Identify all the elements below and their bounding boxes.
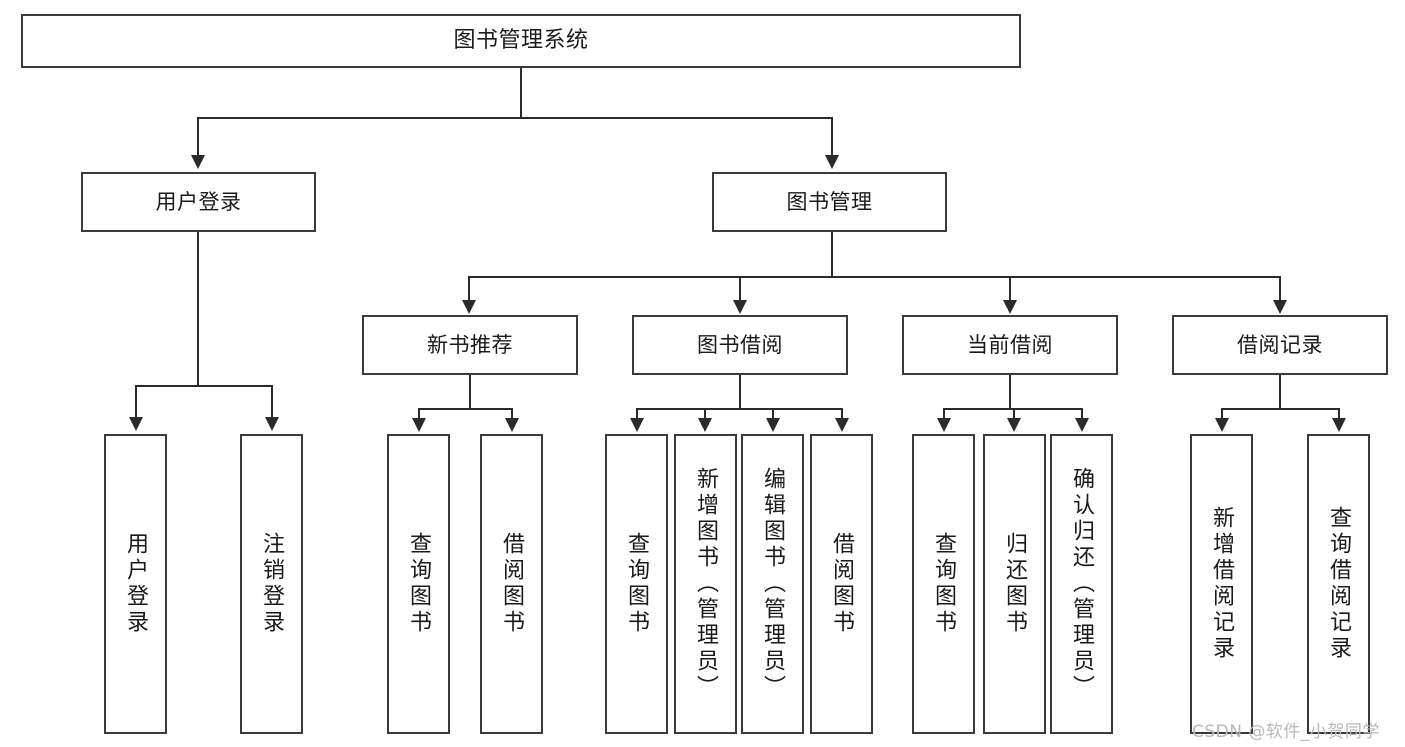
arrowhead-leaf-cb-1 xyxy=(937,418,951,432)
leaf-node-user-login-login[interactable]: 用户登录 xyxy=(104,434,167,734)
arrowhead-leaf-br-2 xyxy=(1332,418,1346,432)
arrowhead-leaf-cb-2 xyxy=(1007,418,1021,432)
arrowhead-leaf-bb-4 xyxy=(835,418,849,432)
leaf-node-bb-borrow-book[interactable]: 借阅图书 xyxy=(810,434,873,734)
arrowhead-borrow-record xyxy=(1273,300,1287,314)
edge-book-borrow-stem xyxy=(739,375,741,408)
node-user-login[interactable]: 用户登录 xyxy=(81,172,316,232)
leaf-node-nbr-query-book[interactable]: 查询图书 xyxy=(387,434,450,734)
node-label: 归还图书 xyxy=(1002,532,1028,636)
node-label: 注销登录 xyxy=(259,532,285,636)
node-label: 当前借阅 xyxy=(967,332,1053,357)
edge-user-login-stem xyxy=(197,232,199,385)
edge-book-borrow-bus xyxy=(636,408,842,410)
leaf-node-bb-query-book[interactable]: 查询图书 xyxy=(605,434,668,734)
node-label: 确认归还（管理员） xyxy=(1069,467,1095,701)
edge-level2-bus xyxy=(197,117,833,119)
node-label: 新增图书（管理员） xyxy=(693,467,719,701)
edge-level3-bus xyxy=(468,276,1280,278)
edge-current-borrow-bus xyxy=(943,408,1082,410)
leaf-node-bb-add-book-admin[interactable]: 新增图书（管理员） xyxy=(674,434,737,734)
edge-new-book-recommend-stem xyxy=(469,375,471,408)
edge-drop-current-borrow xyxy=(1009,276,1011,302)
edge-drop-leaf-bb-2 xyxy=(704,408,706,420)
leaf-node-nbr-borrow-book[interactable]: 借阅图书 xyxy=(480,434,543,734)
leaf-node-bb-edit-book-admin[interactable]: 编辑图书（管理员） xyxy=(741,434,804,734)
edge-new-book-recommend-bus xyxy=(418,408,512,410)
arrowhead-leaf-bb-3 xyxy=(766,418,780,432)
node-label: 图书管理 xyxy=(786,189,873,214)
arrowhead-leaf-user-login-2 xyxy=(265,417,279,431)
arrowhead-user-login xyxy=(191,155,205,169)
node-label: 借阅图书 xyxy=(829,532,855,636)
arrowhead-leaf-nbr-2 xyxy=(505,418,519,432)
node-label: 新书推荐 xyxy=(427,332,513,357)
edge-drop-leaf-br-2 xyxy=(1338,408,1340,420)
node-label: 用户登录 xyxy=(155,189,242,214)
edge-drop-user-login xyxy=(197,117,199,155)
edge-drop-leaf-br-1 xyxy=(1221,408,1223,420)
leaf-node-user-login-logout[interactable]: 注销登录 xyxy=(240,434,303,734)
edge-drop-new-book-recommend xyxy=(468,276,470,302)
node-label: 查询图书 xyxy=(931,532,957,636)
edge-drop-leaf-cb-2 xyxy=(1013,408,1015,420)
node-label: 查询图书 xyxy=(406,532,432,636)
leaf-node-cb-confirm-return-admin[interactable]: 确认归还（管理员） xyxy=(1050,434,1113,734)
arrowhead-book-management xyxy=(825,155,839,169)
watermark-text: CSDN @软件_小贺同学 xyxy=(1192,722,1380,742)
node-label: 图书管理系统 xyxy=(453,28,589,54)
leaf-node-br-query-record[interactable]: 查询借阅记录 xyxy=(1307,434,1370,734)
edge-drop-borrow-record xyxy=(1279,276,1281,302)
node-root-book-management-system[interactable]: 图书管理系统 xyxy=(21,14,1021,68)
node-current-borrow[interactable]: 当前借阅 xyxy=(902,315,1118,375)
edge-drop-leaf-bb-1 xyxy=(636,408,638,420)
edge-drop-book-management xyxy=(831,117,833,155)
node-label: 查询借阅记录 xyxy=(1326,506,1352,662)
leaf-node-br-add-record[interactable]: 新增借阅记录 xyxy=(1190,434,1253,734)
edge-root-stem xyxy=(520,68,522,117)
leaf-node-cb-query-book[interactable]: 查询图书 xyxy=(912,434,975,734)
edge-drop-leaf-nbr-1 xyxy=(418,408,420,420)
edge-drop-leaf-cb-3 xyxy=(1081,408,1083,420)
arrowhead-leaf-cb-3 xyxy=(1075,418,1089,432)
node-label: 图书借阅 xyxy=(697,332,783,357)
arrowhead-leaf-nbr-1 xyxy=(412,418,426,432)
node-book-borrow[interactable]: 图书借阅 xyxy=(632,315,848,375)
edge-borrow-record-bus xyxy=(1221,408,1339,410)
edge-drop-leaf-cb-1 xyxy=(943,408,945,420)
edge-drop-leaf-user-login-2 xyxy=(271,385,273,417)
edge-user-login-bus xyxy=(135,385,272,387)
node-borrow-record[interactable]: 借阅记录 xyxy=(1172,315,1388,375)
node-label: 用户登录 xyxy=(123,532,149,636)
edge-borrow-record-stem xyxy=(1279,375,1281,408)
node-label: 编辑图书（管理员） xyxy=(760,467,786,701)
arrowhead-leaf-user-login-1 xyxy=(129,417,143,431)
node-label: 借阅记录 xyxy=(1237,332,1323,357)
node-book-management[interactable]: 图书管理 xyxy=(712,172,947,232)
edge-drop-leaf-nbr-2 xyxy=(511,408,513,420)
arrowhead-book-borrow xyxy=(733,300,747,314)
edge-drop-leaf-bb-4 xyxy=(841,408,843,420)
arrowhead-current-borrow xyxy=(1003,300,1017,314)
node-label: 查询图书 xyxy=(624,532,650,636)
edge-current-borrow-stem xyxy=(1009,375,1011,408)
edge-drop-book-borrow xyxy=(739,276,741,302)
edge-drop-leaf-bb-3 xyxy=(772,408,774,420)
node-label: 新增借阅记录 xyxy=(1209,506,1235,662)
arrowhead-leaf-bb-1 xyxy=(630,418,644,432)
edge-drop-leaf-user-login-1 xyxy=(135,385,137,417)
edge-book-management-stem xyxy=(831,232,833,276)
leaf-node-cb-return-book[interactable]: 归还图书 xyxy=(983,434,1046,734)
node-new-book-recommend[interactable]: 新书推荐 xyxy=(362,315,578,375)
arrowhead-leaf-br-1 xyxy=(1215,418,1229,432)
arrowhead-new-book-recommend xyxy=(462,300,476,314)
node-label: 借阅图书 xyxy=(499,532,525,636)
arrowhead-leaf-bb-2 xyxy=(698,418,712,432)
